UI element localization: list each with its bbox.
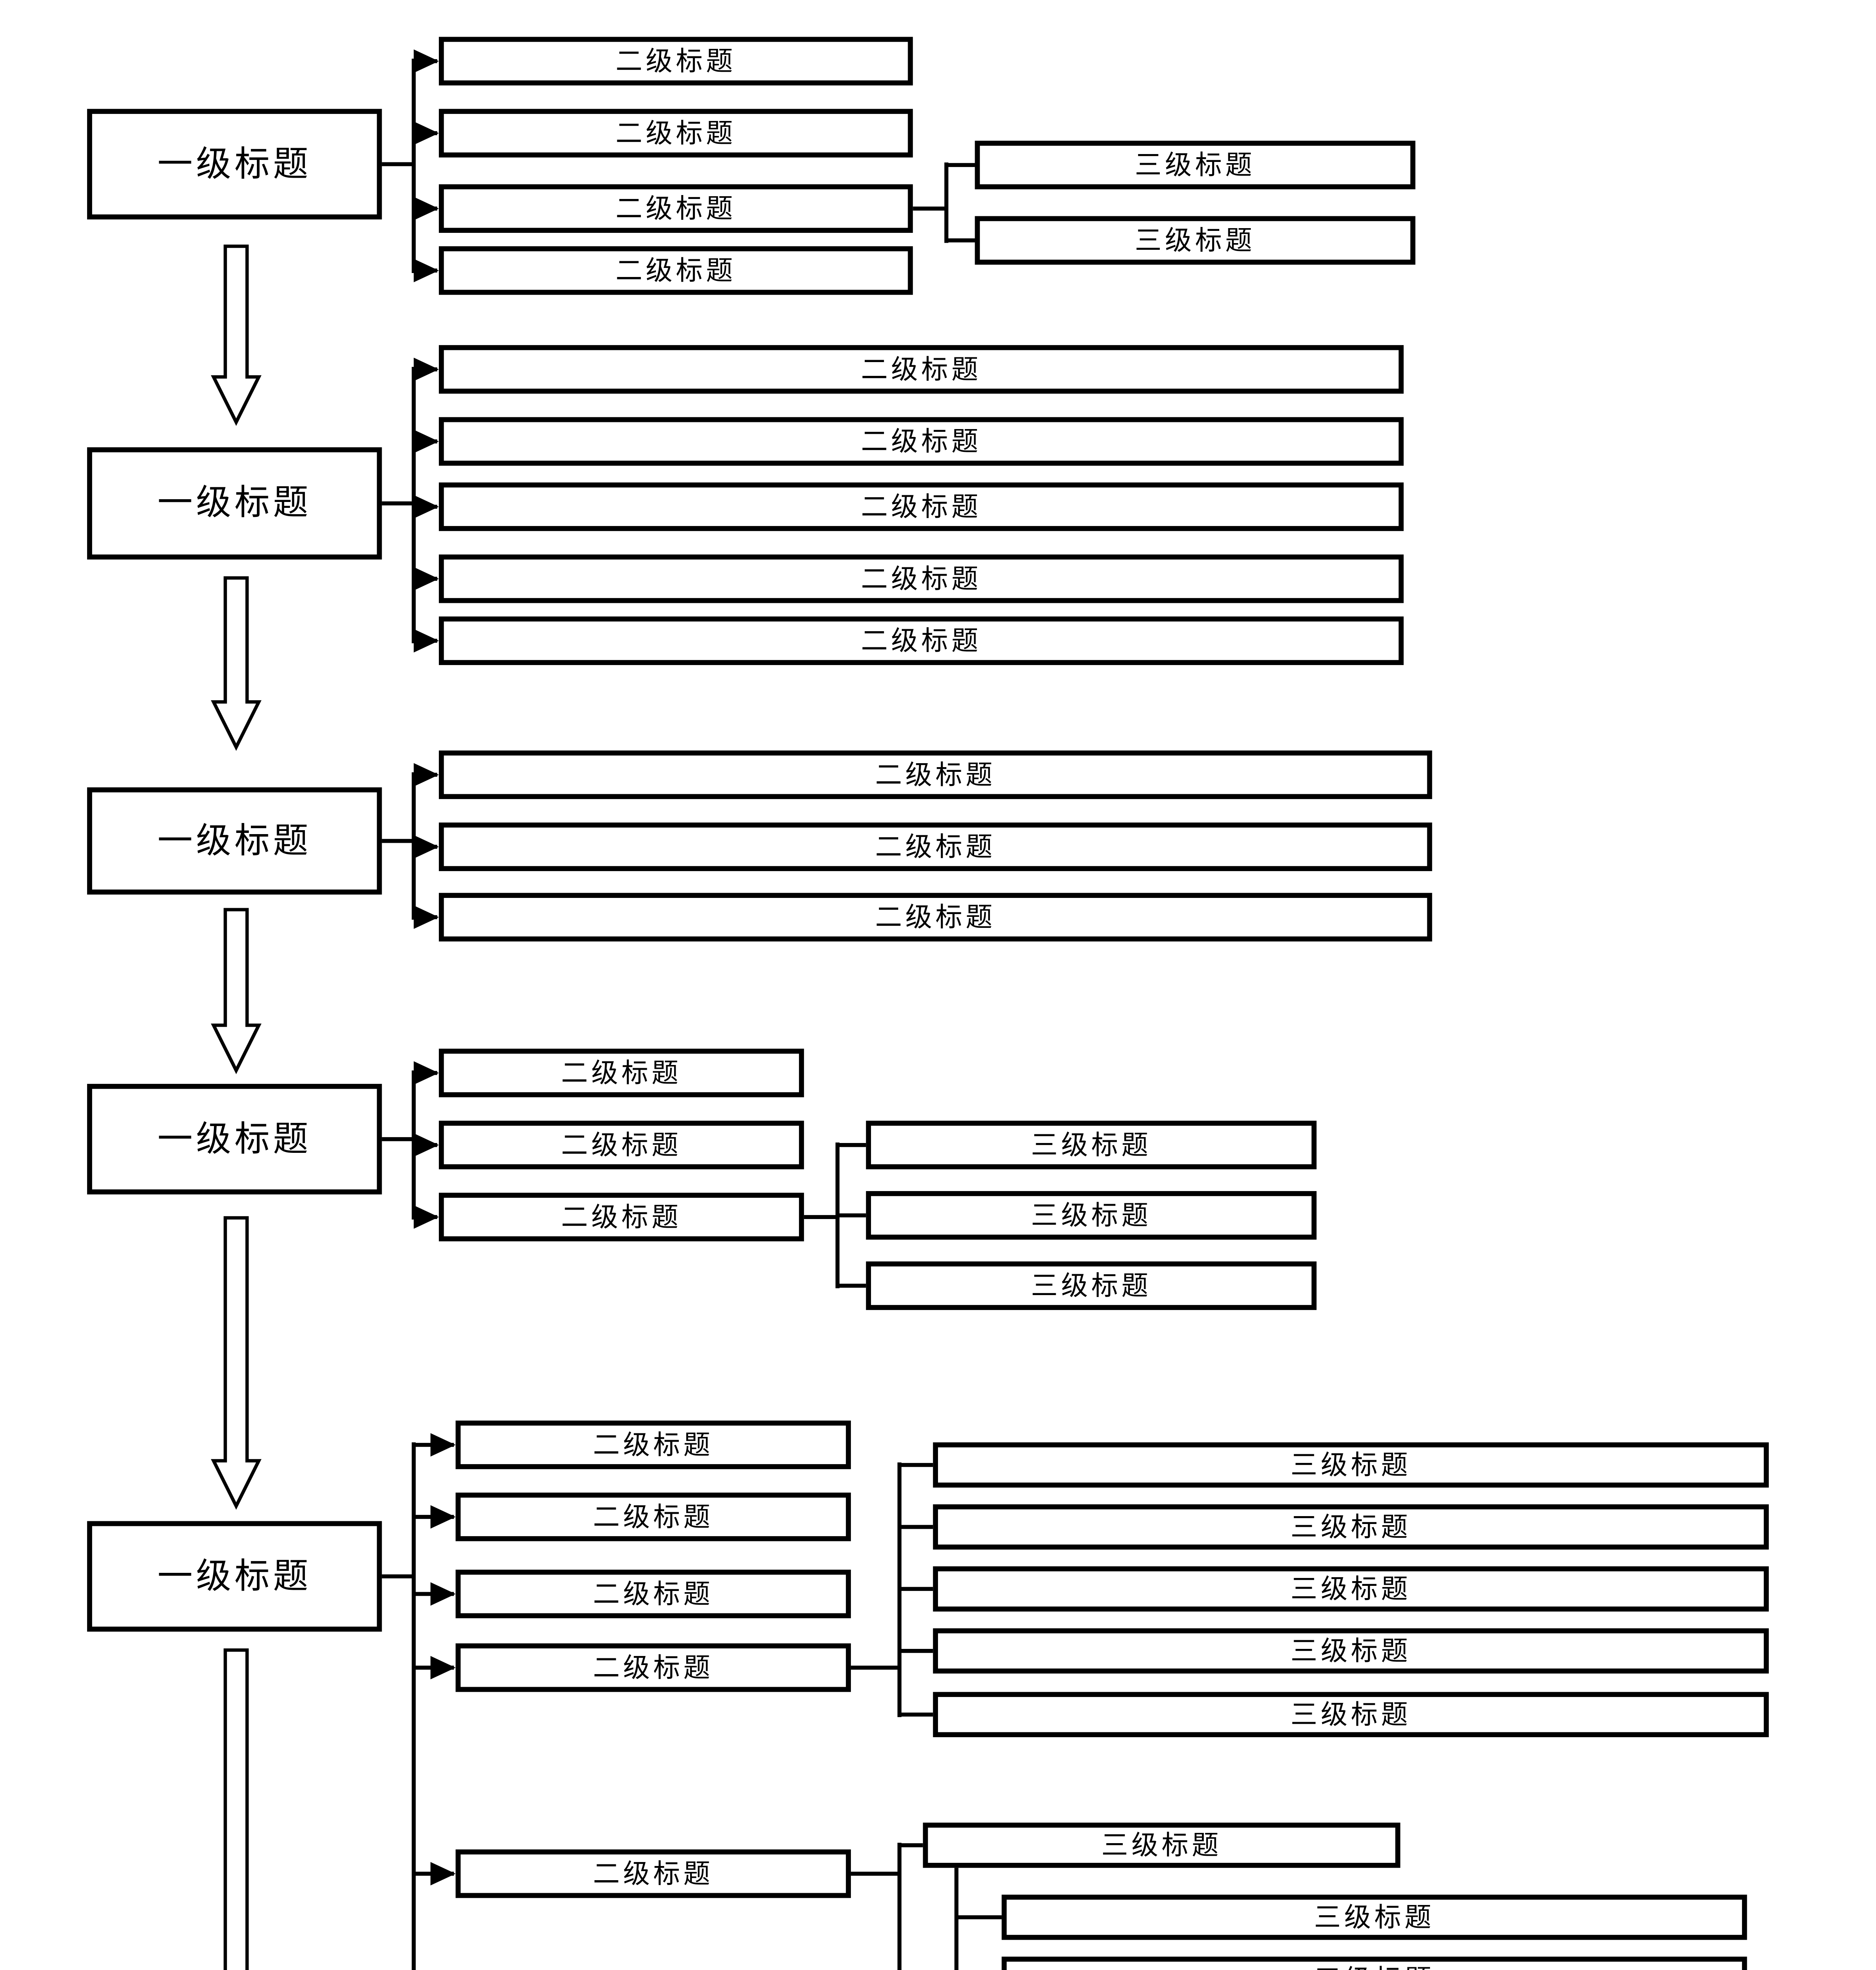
sec2-level2-box-4: 二级标题 xyxy=(438,554,1404,603)
sec3-level1-box: 一级标题 xyxy=(87,787,382,895)
sec1-connectors xyxy=(382,49,975,282)
flow-arrows xyxy=(211,244,262,1970)
sec4-level3-box-2: 三级标题 xyxy=(866,1191,1317,1240)
down-arrow-1 xyxy=(211,244,262,426)
sec5-level3-groupA-child-2: 三级标题 xyxy=(1001,1957,1747,1970)
sec5-level3-groupA-parent: 三级标题 xyxy=(923,1822,1400,1868)
sec5-connectors xyxy=(382,1433,1002,1970)
sec3-level2-box-1: 二级标题 xyxy=(438,750,1432,799)
sec5-level3-groupA-child-1: 三级标题 xyxy=(1001,1894,1747,1940)
down-arrow-5 xyxy=(223,1648,249,1970)
sec1-level2-box-2: 二级标题 xyxy=(438,109,913,158)
sec2-level2-box-3: 二级标题 xyxy=(438,482,1404,531)
sec5-level2-box-2: 二级标题 xyxy=(455,1492,851,1541)
sec2-level2-box-2: 二级标题 xyxy=(438,417,1404,466)
sec4-level2-box-1: 二级标题 xyxy=(438,1048,804,1097)
sec2-connectors xyxy=(382,357,439,653)
down-arrow-2 xyxy=(211,576,262,751)
sec5-level2-box-4: 二级标题 xyxy=(455,1643,851,1692)
sec3-level2-box-3: 二级标题 xyxy=(438,893,1432,942)
sec5-level2-box-3: 二级标题 xyxy=(455,1569,851,1619)
sec2-level1-box: 一级标题 xyxy=(87,447,382,560)
sec4-level2-box-3: 二级标题 xyxy=(438,1193,804,1241)
sec5-level3-box-1: 三级标题 xyxy=(933,1442,1769,1488)
sec5-level3-box-5: 三级标题 xyxy=(933,1692,1769,1738)
sec4-level2-box-2: 二级标题 xyxy=(438,1121,804,1169)
sec1-level2-box-1: 二级标题 xyxy=(438,37,913,85)
sec5-level2-box-1: 二级标题 xyxy=(455,1420,851,1469)
sec2-level2-box-5: 二级标题 xyxy=(438,616,1404,665)
sec5-level3-box-2: 三级标题 xyxy=(933,1504,1769,1550)
sec3-connectors xyxy=(382,763,439,929)
sec1-level3-box-2: 三级标题 xyxy=(975,216,1415,265)
sec5-level2-box-5: 二级标题 xyxy=(455,1849,851,1898)
sec1-level1-box: 一级标题 xyxy=(87,109,382,219)
sec3-level2-box-2: 二级标题 xyxy=(438,822,1432,871)
sec5-level3-box-3: 三级标题 xyxy=(933,1566,1769,1612)
sec1-level3-box-1: 三级标题 xyxy=(975,141,1415,190)
down-arrow-4 xyxy=(211,1216,262,1510)
sec4-level3-box-1: 三级标题 xyxy=(866,1121,1317,1169)
sec1-level2-box-3: 二级标题 xyxy=(438,184,913,233)
sec2-level2-box-1: 二级标题 xyxy=(438,345,1404,394)
sec4-level3-box-3: 三级标题 xyxy=(866,1261,1317,1310)
sec4-level1-box: 一级标题 xyxy=(87,1084,382,1195)
sec4-connectors xyxy=(382,1061,866,1288)
sec5-level3-box-4: 三级标题 xyxy=(933,1628,1769,1674)
sec5-level1-box: 一级标题 xyxy=(87,1521,382,1632)
down-arrow-3 xyxy=(211,908,262,1074)
sec1-level2-box-4: 二级标题 xyxy=(438,246,913,295)
